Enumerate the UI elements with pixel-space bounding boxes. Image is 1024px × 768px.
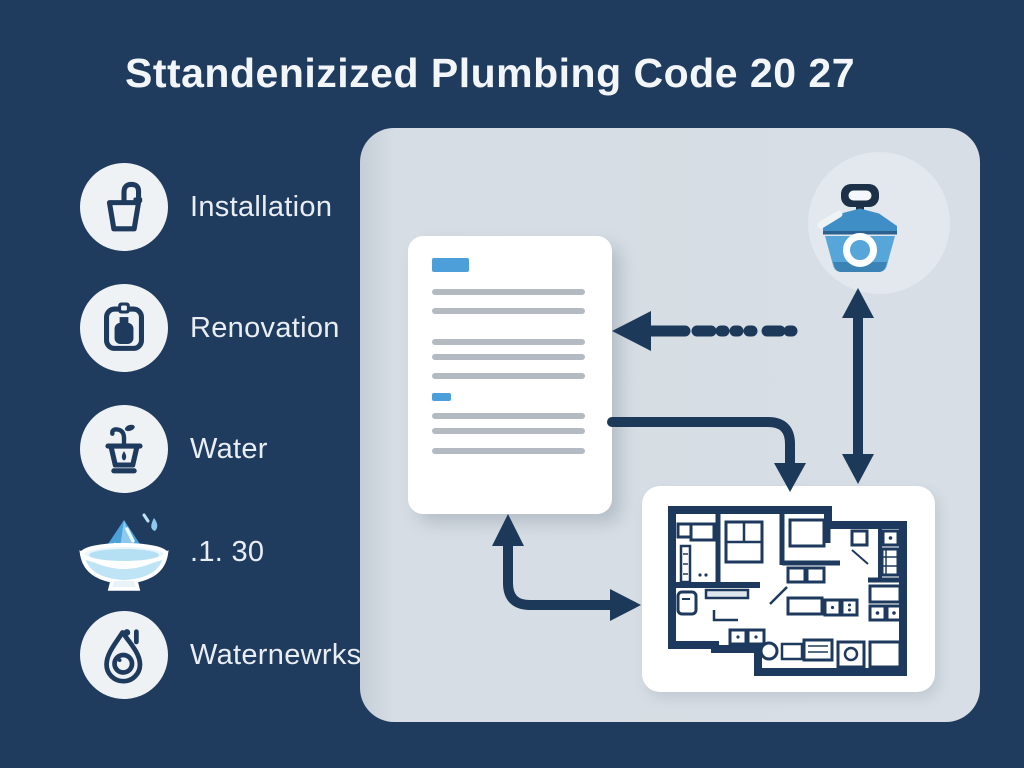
sidebar-label: Waternewrks xyxy=(190,638,362,671)
apartment-floor-plan xyxy=(642,486,935,692)
sidebar-label: .1. 30 xyxy=(190,535,265,568)
sidebar-label: Water xyxy=(190,432,268,465)
doc-text-line xyxy=(432,339,585,345)
water-pot-icon xyxy=(815,182,905,274)
sidebar-label: Installation xyxy=(190,190,333,223)
water-bowl-icon xyxy=(72,512,176,592)
water-drop-lens-icon xyxy=(80,611,168,699)
doc-text-line xyxy=(432,448,585,454)
sidebar-item-installation: Installation xyxy=(80,163,332,251)
doc-text-line xyxy=(432,354,585,360)
code-document xyxy=(408,236,612,514)
doc-text-line xyxy=(432,373,585,379)
faucet-cup-icon xyxy=(80,163,168,251)
sidebar-item-renovation: Renovation xyxy=(80,284,340,372)
doc-text-line xyxy=(432,289,585,295)
page-title: Sttandenizized Plumbing Code 20 27 xyxy=(124,50,856,96)
doc-text-line xyxy=(432,428,585,434)
doc-text-line xyxy=(432,308,585,314)
doc-heading-bar xyxy=(432,258,469,272)
basin-spout-icon xyxy=(80,405,168,493)
sidebar-item-bowl: .1. 30 xyxy=(79,512,265,592)
doc-subheading-bar xyxy=(432,393,451,401)
doc-text-line xyxy=(432,413,585,419)
sidebar-item-water: Water xyxy=(80,405,268,493)
clipboard-tank-icon xyxy=(80,284,168,372)
sidebar-item-waterworks: Waternewrks xyxy=(80,611,361,699)
sidebar-label: Renovation xyxy=(190,311,340,344)
